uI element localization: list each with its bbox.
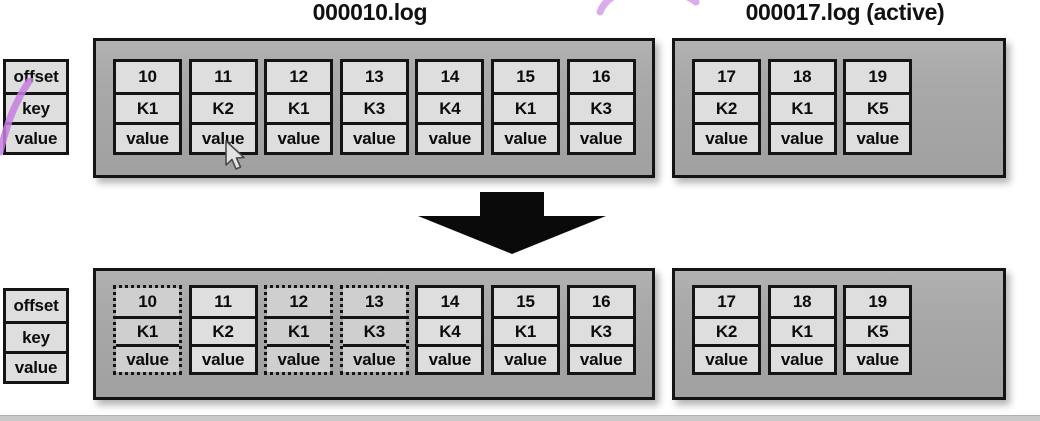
- purple-ink-annotation-top: [596, 0, 716, 18]
- record-18-key-cell: K1: [770, 92, 834, 122]
- record-16-value-cell: value: [569, 344, 633, 372]
- down-arrow-icon: [418, 192, 606, 254]
- segment-title-000017-active: 000017.log (active): [745, 0, 945, 25]
- record-15-offset-cell: 15: [494, 62, 557, 92]
- record-16-offset-cell: 16: [569, 62, 633, 92]
- record-14-offset-cell: 14: [418, 288, 482, 316]
- record-15-key-cell: K1: [494, 316, 557, 344]
- record-15-value-cell: value: [494, 122, 557, 152]
- record-10-key-cell: K1: [116, 316, 179, 344]
- segment-title-000010: 000010.log: [312, 0, 428, 25]
- record-18-value-cell: value: [770, 122, 834, 152]
- record-14-key-cell: K4: [418, 316, 482, 344]
- record-13-value-cell: value: [342, 344, 406, 372]
- record-16-value-cell: value: [569, 122, 633, 152]
- legend-offset-label: offset: [6, 62, 66, 92]
- record-12-key-cell: K1: [267, 92, 331, 122]
- legend-value-label: value: [6, 122, 66, 152]
- record-17-key-cell: K2: [695, 316, 758, 344]
- record-11-value-cell: value: [191, 122, 255, 152]
- record-10-key-cell: K1: [116, 92, 179, 122]
- record-19-value-cell: value: [846, 344, 910, 372]
- record-17-offset-cell: 17: [695, 288, 758, 316]
- record-19-value-cell: value: [846, 122, 910, 152]
- record-15-key-cell: K1: [494, 92, 557, 122]
- legend-offset-label-bottom: offset: [6, 291, 66, 321]
- record-16-key-cell: K3: [569, 316, 633, 344]
- record-11-offset-cell: 11: [191, 288, 255, 316]
- record-15-value-cell: value: [494, 344, 557, 372]
- record-19-key-cell: K5: [846, 316, 910, 344]
- record-12-key-cell: K1: [267, 316, 331, 344]
- record-10-offset-cell: 10: [116, 62, 179, 92]
- record-14-key-cell: K4: [418, 92, 482, 122]
- record-18-key-cell: K1: [770, 316, 834, 344]
- record-17-value-cell: value: [695, 344, 758, 372]
- record-18-offset-cell: 18: [770, 288, 834, 316]
- legend-key-label-bottom: key: [6, 321, 66, 351]
- record-18-value-cell: value: [770, 344, 834, 372]
- legend-value-label-bottom: value: [6, 351, 66, 381]
- record-19-offset-cell: 19: [846, 288, 910, 316]
- record-13-value-cell: value: [342, 122, 406, 152]
- record-13-offset-cell: 13: [342, 62, 406, 92]
- record-11-offset-cell: 11: [191, 62, 255, 92]
- record-12-value-cell: value: [267, 344, 331, 372]
- record-13-key-cell: K3: [342, 316, 406, 344]
- record-11-key-cell: K2: [191, 316, 255, 344]
- record-12-offset-cell: 12: [267, 62, 331, 92]
- record-14-offset-cell: 14: [418, 62, 482, 92]
- record-12-offset-cell: 12: [267, 288, 331, 316]
- record-18-offset-cell: 18: [770, 62, 834, 92]
- record-17-key-cell: K2: [695, 92, 758, 122]
- record-19-offset-cell: 19: [846, 62, 910, 92]
- bottom-divider: [0, 415, 1040, 421]
- record-10-value-cell: value: [116, 122, 179, 152]
- record-13-key-cell: K3: [342, 92, 406, 122]
- record-14-value-cell: value: [418, 344, 482, 372]
- record-15-offset-cell: 15: [494, 288, 557, 316]
- record-19-key-cell: K5: [846, 92, 910, 122]
- legend-box-bottom: offset key value: [3, 288, 69, 384]
- record-13-offset-cell: 13: [342, 288, 406, 316]
- legend-key-label: key: [6, 92, 66, 122]
- record-11-key-cell: K2: [191, 92, 255, 122]
- record-16-key-cell: K3: [569, 92, 633, 122]
- record-14-value-cell: value: [418, 122, 482, 152]
- record-12-value-cell: value: [267, 122, 331, 152]
- record-16-offset-cell: 16: [569, 288, 633, 316]
- record-17-value-cell: value: [695, 122, 758, 152]
- record-10-value-cell: value: [116, 344, 179, 372]
- legend-box-top: offset key value: [3, 59, 69, 155]
- record-10-offset-cell: 10: [116, 288, 179, 316]
- record-17-offset-cell: 17: [695, 62, 758, 92]
- record-11-value-cell: value: [191, 344, 255, 372]
